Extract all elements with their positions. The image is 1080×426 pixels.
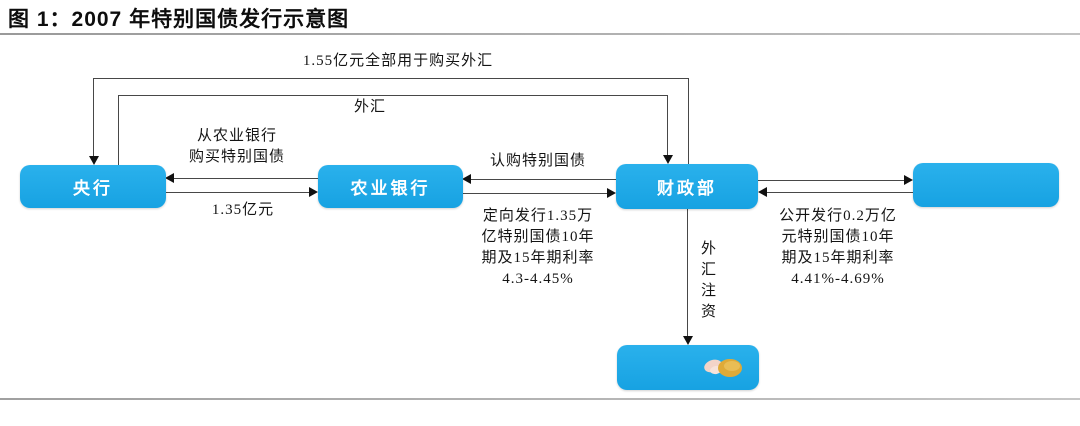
edge-label-amount-135: 1.35亿元 bbox=[211, 202, 275, 218]
connector-fx-rise bbox=[118, 95, 119, 165]
node-huijin bbox=[617, 345, 759, 390]
arrowhead-into-abc-right bbox=[462, 174, 471, 184]
arrowhead-into-pboc-top bbox=[89, 156, 99, 165]
arrowhead-into-mof-top bbox=[663, 155, 673, 164]
edge-label-purchase-fx: 1.55亿元全部用于购买外汇 bbox=[302, 53, 494, 69]
arrowhead-into-investor-left bbox=[904, 175, 913, 185]
edge-label-fx-injection: 外汇注资 bbox=[699, 240, 715, 324]
connector-mof-to-investor bbox=[758, 180, 906, 181]
connector-investor-to-mof bbox=[765, 192, 913, 193]
blurred-logo-icon bbox=[704, 359, 742, 377]
connector-purchase-fx-drop bbox=[93, 78, 94, 158]
connector-purchase-fx-horizontal bbox=[93, 78, 689, 79]
node-abc: 农业银行 bbox=[318, 165, 463, 208]
footer-divider bbox=[0, 398, 1080, 400]
arrowhead-into-pboc-right bbox=[165, 173, 174, 183]
node-public-investor bbox=[913, 163, 1059, 207]
edge-label-buy-from-abc: 从农业银行 购买特别国债 bbox=[188, 128, 285, 165]
edge-label-subscribe: 认购特别国债 bbox=[489, 153, 586, 169]
connector-pboc-to-abc bbox=[166, 192, 310, 193]
title-divider bbox=[0, 33, 1080, 35]
connector-mof-to-abc bbox=[469, 179, 616, 180]
node-mof: 财政部 bbox=[616, 164, 758, 209]
edge-label-public-issue: 公开发行0.2万亿 元特别国债10年 期及15年期利率 4.41%-4.69% bbox=[779, 208, 897, 287]
connector-abc-to-mof bbox=[463, 193, 608, 194]
edge-label-fx: 外汇 bbox=[353, 99, 386, 115]
arrowhead-into-abc-left bbox=[309, 187, 318, 197]
figure-title: 图 1：2007 年特别国债发行示意图 bbox=[8, 8, 350, 31]
node-pboc-label: 央行 bbox=[73, 179, 113, 198]
connector-fx-drop bbox=[667, 95, 668, 157]
arrowhead-into-huijin-top bbox=[683, 336, 693, 345]
connector-purchase-fx-rise bbox=[688, 78, 689, 164]
connector-abc-to-pboc bbox=[172, 178, 318, 179]
connector-fx-horizontal bbox=[118, 95, 667, 96]
connector-fx-injection bbox=[687, 209, 688, 338]
arrowhead-into-mof-right bbox=[758, 187, 767, 197]
node-mof-label: 财政部 bbox=[657, 179, 717, 198]
node-pboc: 央行 bbox=[20, 165, 166, 208]
arrowhead-into-mof-left bbox=[607, 188, 616, 198]
node-abc-label: 农业银行 bbox=[350, 179, 431, 198]
edge-label-targeted-issue: 定向发行1.35万 亿特别国债10年 期及15年期利率 4.3-4.45% bbox=[481, 208, 595, 287]
